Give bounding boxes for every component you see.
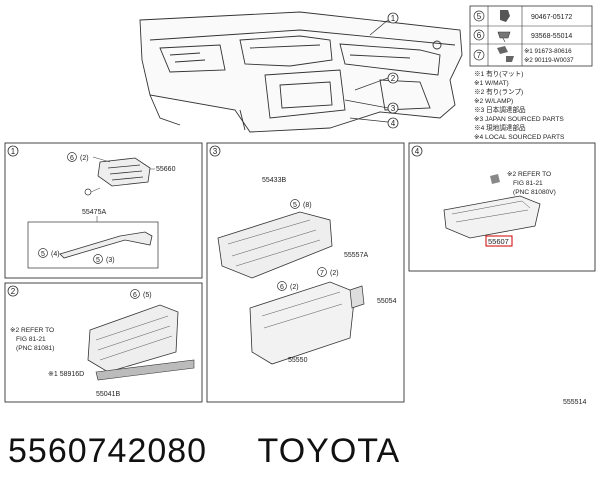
figure-id: 555514 <box>563 399 586 406</box>
overview-callout-3: 3 <box>387 102 399 114</box>
seal-strip-drawing <box>95 359 195 381</box>
part-55557a: 55557A <box>344 252 368 259</box>
svg-text:(4): (4) <box>51 251 60 258</box>
legend-num-5: 5 <box>477 12 482 21</box>
part-55475a: 55475A <box>82 209 106 216</box>
svg-text:FIG 81-21: FIG 81-21 <box>16 336 46 343</box>
part-55607: 55607 <box>488 237 509 246</box>
dashboard-overview-drawing <box>139 11 463 133</box>
panel-3: 3 55433B 5 (8) 55557A 7 (2) 6 (2) 55054 … <box>206 142 405 403</box>
svg-text:(PNC 81081): (PNC 81081) <box>16 345 54 352</box>
svg-text:(PNC 81080V): (PNC 81080V) <box>513 189 556 196</box>
caption-brand: TOYOTA <box>257 432 401 470</box>
glovebox-bin-drawing <box>249 281 356 365</box>
note-3: ※2 有り(ランプ) <box>474 87 523 96</box>
notes: ※1 有り(マット) ※1 W/MAT) ※2 有り(ランプ) ※2 W/LAM… <box>474 69 565 141</box>
svg-text:FIG 81-21: FIG 81-21 <box>513 180 543 187</box>
vent-housing-drawing <box>97 157 151 187</box>
clip-icon <box>500 10 510 22</box>
svg-text:※2 REFER TO: ※2 REFER TO <box>507 171 551 178</box>
part-55433b: 55433B <box>262 177 286 184</box>
svg-text:(8): (8) <box>303 202 312 209</box>
damper-drawing <box>349 285 365 309</box>
panel-1: 1 6 (2) 55660 55475A 5 (4) 5 (3) <box>4 142 203 279</box>
note-1: ※1 有り(マット) <box>474 69 523 78</box>
note-2: ※1 W/MAT) <box>474 80 509 87</box>
lamp-socket-drawing <box>490 174 500 184</box>
note-7: ※4 現地調達部品 <box>474 123 526 132</box>
legend-part-7a: ※1 91673-80616 <box>524 48 572 55</box>
panel-2: 2 6 (5) ※2 REFER TO FIG 81-21 (PNC 81081… <box>4 282 203 403</box>
part-55054: 55054 <box>377 298 397 305</box>
svg-text:6: 6 <box>280 284 284 291</box>
panel-2-number: 2 <box>11 287 16 296</box>
svg-text:5: 5 <box>96 257 100 264</box>
fastener-icon <box>497 46 514 62</box>
note-4: ※2 W/LAMP) <box>474 98 513 105</box>
overview-callout-4: 4 <box>387 117 399 129</box>
svg-text:6: 6 <box>70 155 74 162</box>
legend-part-6: 93568-55014 <box>531 33 572 40</box>
svg-text:※2 REFER TO: ※2 REFER TO <box>10 327 54 334</box>
part-55550: 55550 <box>288 357 308 364</box>
part-55660: 55660 <box>156 166 176 173</box>
svg-text:3: 3 <box>391 104 396 113</box>
svg-text:(5): (5) <box>143 292 152 299</box>
overview-callout-2: 2 <box>387 72 399 84</box>
legend-part-5: 90467-05172 <box>531 14 572 21</box>
fastener-legend: 5 6 7 90467-05172 93568-55014 ※1 91673-8… <box>469 5 593 67</box>
panel-4: 4 ※2 REFER TO FIG 81-21 (PNC 81080V) 556… <box>408 142 596 272</box>
svg-text:7: 7 <box>320 270 324 277</box>
svg-text:5: 5 <box>293 202 297 209</box>
svg-text:(3): (3) <box>106 257 115 264</box>
part-58916d: ※1 58916D <box>48 371 84 378</box>
svg-text:(2): (2) <box>330 270 339 277</box>
note-5: ※3 日本調達部品 <box>474 105 526 114</box>
svg-text:(2): (2) <box>80 155 89 162</box>
note-6: ※3 JAPAN SOURCED PARTS <box>474 116 564 123</box>
panel-1-number: 1 <box>11 147 16 156</box>
caption-part-number: 5560742080 <box>8 432 208 470</box>
legend-num-7: 7 <box>477 51 482 60</box>
garnish-strip-drawing <box>59 231 153 259</box>
overview-callouts <box>344 19 389 123</box>
glovebox-door-drawing <box>217 211 333 279</box>
screw-icon <box>497 31 511 43</box>
svg-text:2: 2 <box>391 74 396 83</box>
svg-text:5: 5 <box>41 251 45 258</box>
svg-text:6: 6 <box>133 292 137 299</box>
svg-text:(2): (2) <box>290 284 299 291</box>
legend-num-6: 6 <box>477 31 482 40</box>
panel-4-number: 4 <box>415 147 420 156</box>
overview-callout-1: 1 <box>387 12 399 24</box>
caption: 5560742080 TOYOTA <box>8 432 400 471</box>
svg-text:4: 4 <box>391 119 396 128</box>
legend-part-7b: ※2 90119-W0037 <box>524 57 574 64</box>
panel-3-number: 3 <box>213 147 218 156</box>
note-8: ※4 LOCAL SOURCED PARTS <box>474 134 565 141</box>
parts-diagram: 1 2 3 4 5 6 7 90467-05172 93568-55014 ※1… <box>4 5 596 406</box>
lamp-bracket-drawing <box>443 195 541 239</box>
svg-text:1: 1 <box>391 14 396 23</box>
part-55041b: 55041B <box>96 391 120 398</box>
